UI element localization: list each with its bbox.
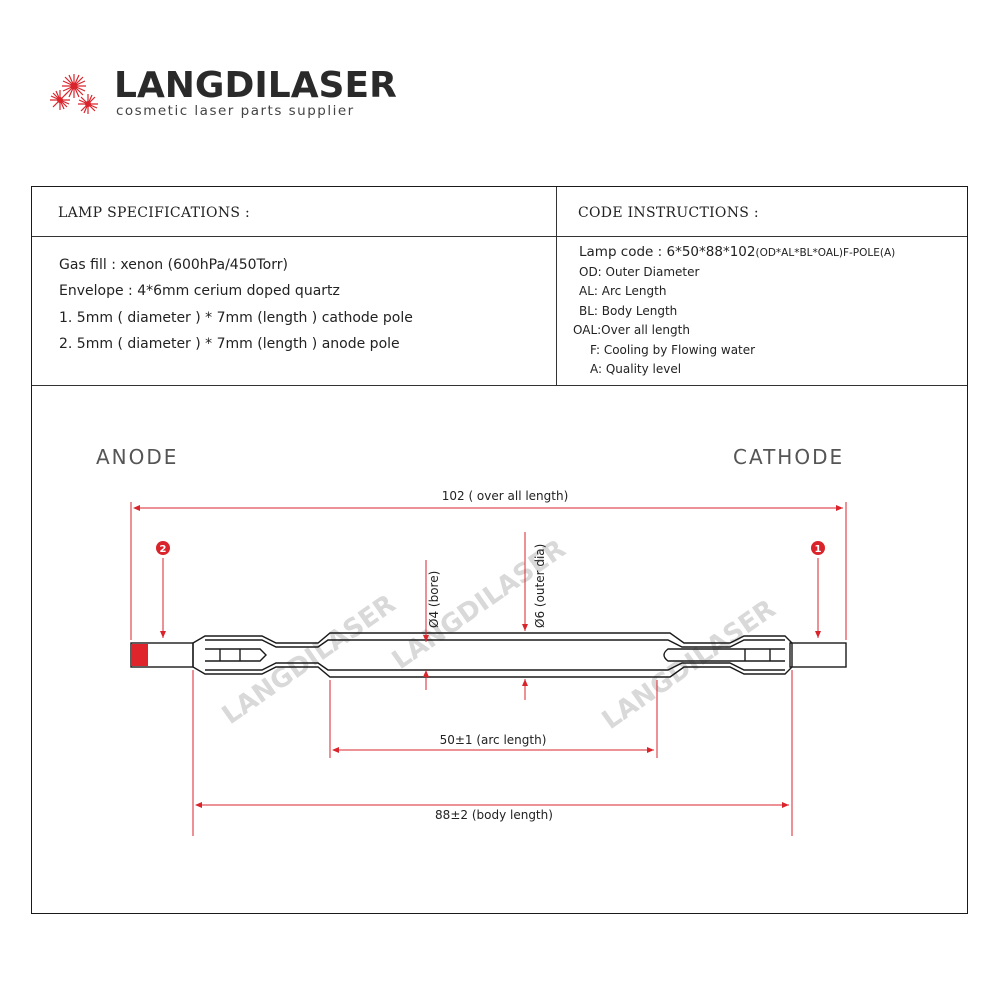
spec-cathode-pole: 1. 5mm ( diameter ) * 7mm (length ) cath… [59,310,413,326]
cathode-marker [811,541,825,555]
anode-marker-number: 2 [160,544,167,555]
anode-label: ANODE [96,445,179,469]
outer-dia-label: Ø6 (outer dia) [533,544,547,628]
body-length-label: 88±2 (body length) [435,808,553,822]
logo-tagline: cosmetic laser parts supplier [116,103,355,119]
arc-length-label: 50±1 (arc length) [440,733,547,747]
code-item-oal: OAL:Over all length [573,323,690,337]
logo-wordmark: LANGDILASER [114,65,397,106]
lamp-outline [130,632,847,678]
code-item-al: AL: Arc Length [579,284,667,298]
company-logo: LANGDILASER cosmetic laser parts supplie… [44,64,397,124]
spec-gas-fill: Gas fill : xenon (600hPa/450Torr) [59,257,288,273]
bore-label: Ø4 (bore) [427,571,441,628]
column-divider [556,187,557,385]
anode-marker [156,541,170,555]
watermark-right: LANGDILASER [597,594,782,736]
cathode-label: CATHODE [733,445,845,469]
code-item-a: A: Quality level [590,362,682,376]
lamp-code: Lamp code : 6*50*88*102(OD*AL*BL*OAL)F-P… [579,244,895,260]
spec-table-bottom [32,385,967,386]
lamp-code-value: Lamp code : 6*50*88*102 [579,244,756,260]
spec-anode-pole: 2. 5mm ( diameter ) * 7mm (length ) anod… [59,336,400,352]
spec-sheet-frame: LAMP SPECIFICATIONS : CODE INSTRUCTIONS … [31,186,968,914]
anode-pole-fill [132,644,148,666]
lamp-spec-heading: LAMP SPECIFICATIONS : [58,205,251,221]
overall-length-label: 102 ( over all length) [442,489,569,503]
lamp-code-legend: (OD*AL*BL*OAL)F-POLE(A) [755,247,896,259]
header-row [32,187,967,237]
spec-envelope: Envelope : 4*6mm cerium doped quartz [59,283,340,299]
laser-burst-icon [50,74,98,114]
code-item-bl: BL: Body Length [579,304,678,318]
watermark-left: LANGDILASER [217,589,402,731]
code-item-od: OD: Outer Diameter [579,265,700,279]
code-item-f: F: Cooling by Flowing water [590,343,756,357]
cathode-marker-number: 1 [815,544,822,555]
code-instructions-heading: CODE INSTRUCTIONS : [578,205,759,221]
